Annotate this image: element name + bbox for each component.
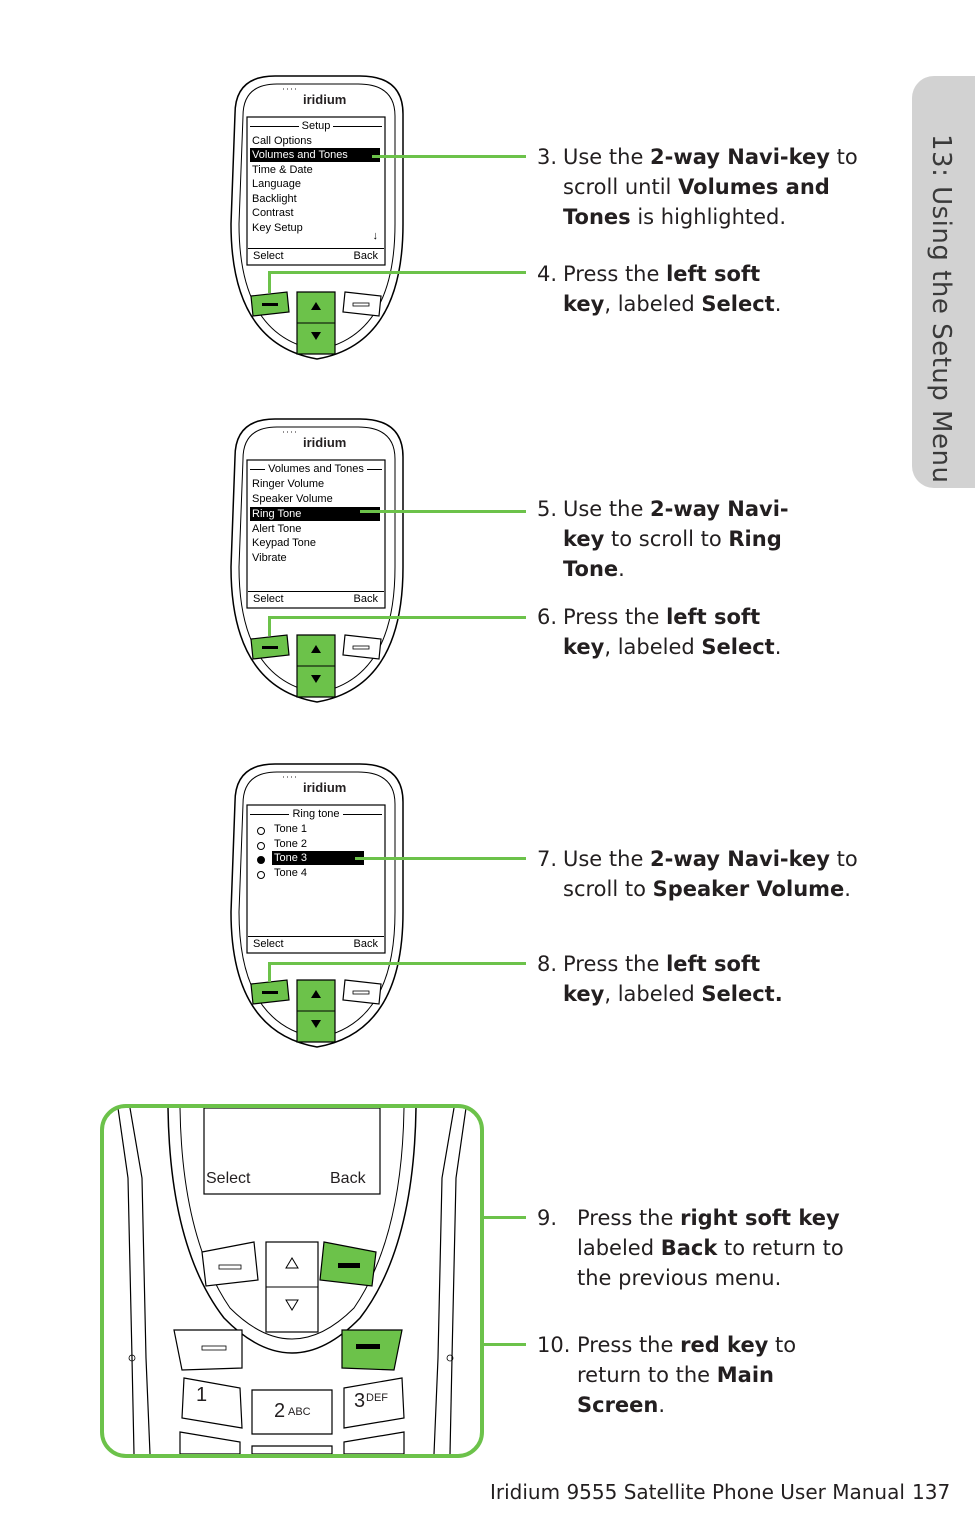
menu-item: Backlight [252, 193, 297, 205]
chapter-tab-label: 13: Using the Setup Menu [926, 134, 956, 484]
screen-soft-left-label: Select [253, 250, 284, 262]
arrow-up-icon [311, 645, 321, 653]
radio-icon [257, 842, 265, 850]
screen-soft-right-label: Back [353, 250, 378, 262]
radio-option: Tone 2 [274, 838, 308, 850]
keypad-closeup: Select Back 1 2 ABC 3 DEF [100, 1104, 484, 1458]
menu-item: Key Setup [252, 222, 303, 234]
brand-dots-icon: ˙˙˙˙ [281, 431, 298, 442]
key-2[interactable] [251, 1389, 333, 1435]
key-3[interactable] [343, 1377, 405, 1429]
soft-key-divider [248, 591, 384, 592]
scroll-down-arrow-icon: ↓ [372, 230, 379, 242]
radio-selected-icon [257, 856, 265, 864]
callout-drop-step6 [268, 616, 271, 636]
brand-dots-icon: ˙˙˙˙ [281, 776, 298, 787]
phone-body [230, 763, 404, 1048]
menu-item: Keypad Tone [252, 537, 317, 549]
arrow-down-icon [311, 675, 321, 683]
screen-title: Volumes and Tones [248, 463, 384, 475]
screen-title: Ring tone [248, 808, 384, 820]
radio-icon [257, 827, 265, 835]
menu-item: Language [252, 178, 301, 190]
callout-line-step6 [268, 616, 526, 619]
screen-soft-right-label: Back [353, 938, 378, 950]
radio-option: Tone 4 [274, 867, 308, 879]
keypad-closeup-drawing [117, 1108, 467, 1454]
right-soft-key[interactable] [342, 634, 382, 660]
arrow-down-icon [311, 332, 321, 340]
phone-illustration-volumes: ˙˙˙˙ iridium Volumes and Tones Ringer Vo… [225, 417, 410, 717]
radio-icon [257, 871, 265, 879]
key-3-label: 3 [354, 1390, 366, 1412]
callout-line-step5 [360, 510, 526, 513]
screen-soft-left-label: Select [253, 938, 284, 950]
phone-body [230, 418, 404, 703]
menu-item-highlighted: Volumes and Tones [250, 148, 380, 162]
phone-screen: Volumes and Tones Ringer Volume Speaker … [248, 461, 384, 607]
left-soft-key[interactable] [201, 1241, 259, 1287]
chapter-tab [912, 76, 975, 488]
phone-body [230, 75, 404, 360]
key-3-letters: DEF [366, 1392, 388, 1404]
callout-drop-step8 [268, 962, 271, 982]
callout-line-step3 [372, 155, 526, 158]
closeup-soft-right-label: Back [330, 1170, 366, 1187]
phone-illustration-ringtone: ˙˙˙˙ iridium Ring tone Tone 1 Tone 2 Ton… [225, 762, 410, 1062]
callout-drop-step4 [268, 271, 271, 293]
key-1[interactable] [181, 1377, 243, 1429]
menu-item-highlighted: Ring Tone [250, 507, 380, 521]
right-soft-key[interactable] [342, 291, 382, 317]
arrow-up-icon [311, 990, 321, 998]
menu-item: Vibrate [252, 552, 287, 564]
soft-key-divider [248, 248, 384, 249]
footer-page-number: 137 [912, 1480, 951, 1504]
menu-item: Time & Date [252, 164, 313, 176]
screen-soft-right-label: Back [353, 593, 378, 605]
key-2-label: 2 [274, 1400, 286, 1422]
phone-screen: Ring tone Tone 1 Tone 2 Tone 3 Tone 4 Se… [248, 806, 384, 952]
brand-dots-icon: ˙˙˙˙ [281, 88, 298, 99]
arrow-down-icon [311, 1020, 321, 1028]
screen-title: Setup [248, 120, 384, 132]
footer-manual-title: Iridium 9555 Satellite Phone User Manual [490, 1480, 905, 1504]
phone-screen: Setup Call Options Volumes and Tones Tim… [248, 118, 384, 264]
soft-key-divider [248, 936, 384, 937]
key-1-label: 1 [196, 1384, 208, 1406]
menu-item: Call Options [252, 135, 312, 147]
arrow-up-icon [285, 1257, 299, 1269]
arrow-down-icon [285, 1299, 299, 1311]
red-key[interactable] [341, 1329, 403, 1371]
right-soft-key[interactable] [342, 979, 382, 1005]
brand-logo: iridium [303, 780, 347, 795]
callout-line-step8 [268, 962, 526, 965]
radio-option: Tone 1 [274, 823, 308, 835]
callout-line-step4 [268, 271, 526, 274]
brand-logo: iridium [303, 435, 347, 450]
closeup-soft-left-label: Select [206, 1170, 251, 1187]
radio-option-highlighted: Tone 3 [272, 851, 364, 865]
menu-item: Alert Tone [252, 523, 302, 535]
phone-illustration-setup: ˙˙˙˙ iridium Setup Call Options Volumes … [225, 74, 410, 374]
menu-item: Ringer Volume [252, 478, 325, 490]
key-2-letters: ABC [288, 1406, 311, 1418]
callout-line-step7 [355, 857, 526, 860]
menu-item: Contrast [252, 207, 294, 219]
menu-item: Speaker Volume [252, 493, 333, 505]
screen-soft-left-label: Select [253, 593, 284, 605]
arrow-up-icon [311, 302, 321, 310]
brand-logo: iridium [303, 92, 347, 107]
